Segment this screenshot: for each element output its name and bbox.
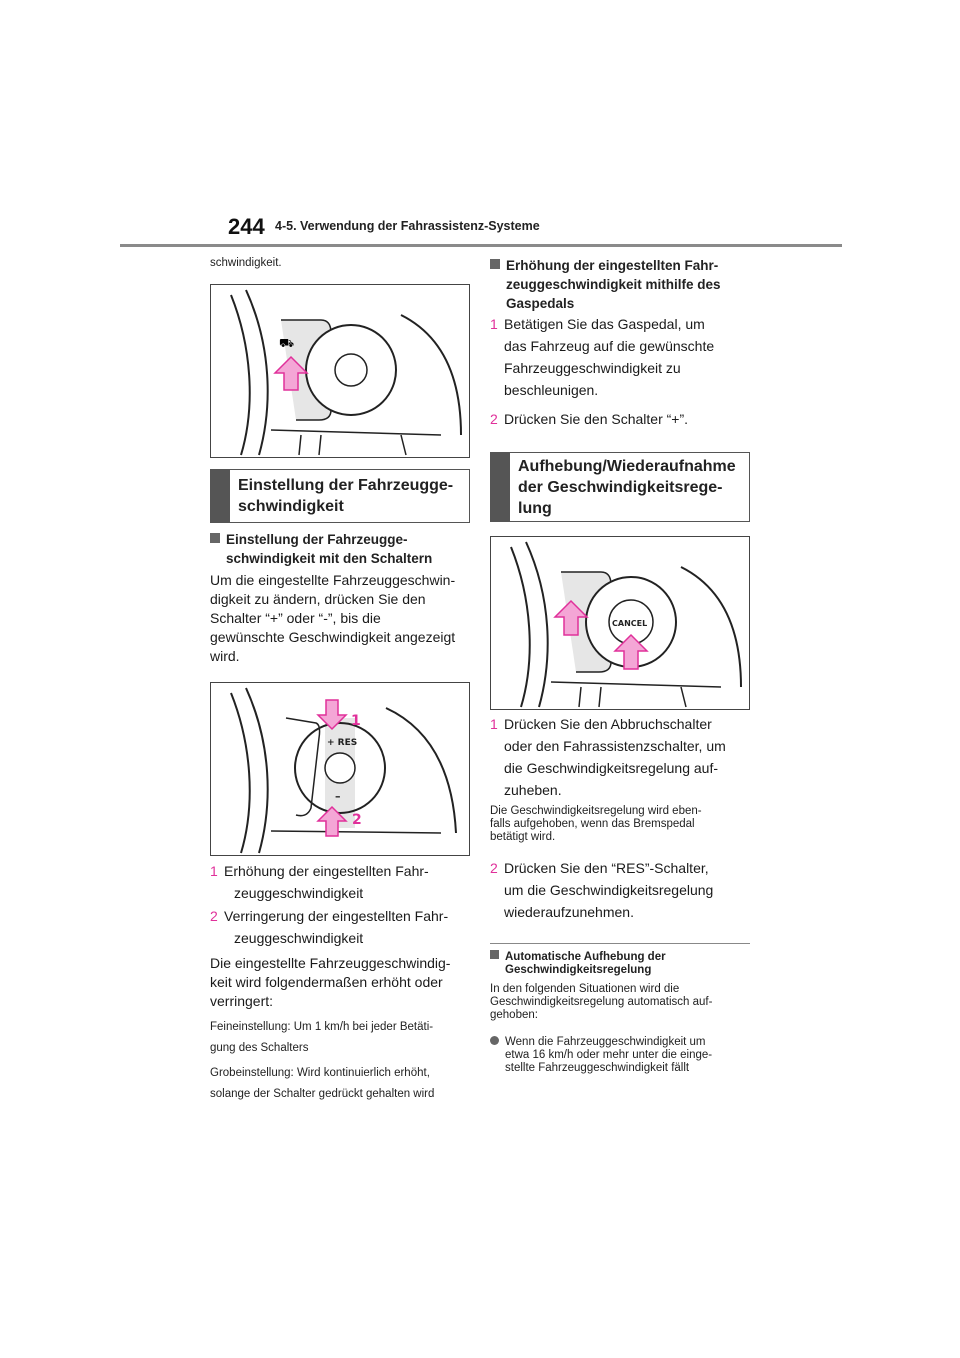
bullet-line: Wenn die Fahrzeuggeschwindigkeit um	[505, 1036, 706, 1048]
note-rule	[490, 943, 750, 944]
heading-line: der Geschwindigkeitsrege-	[518, 478, 723, 496]
note-heading-line: Automatische Aufhebung der	[505, 951, 666, 963]
heading-bar	[491, 453, 510, 521]
note-text: In den folgenden Situationen wird die Ge…	[490, 983, 752, 1022]
small-line: Feineinstellung: Um 1 km/h bei jeder Bet…	[210, 1021, 434, 1033]
step-line: Erhöhung der eingestellten Fahr-	[224, 863, 429, 879]
bullet-dot-icon	[490, 1036, 499, 1045]
para-line: keit wird folgendermaßen erhöht oder	[210, 974, 443, 990]
bullet-item-speed-drop: Wenn die Fahrzeuggeschwindigkeit um etwa…	[490, 1036, 752, 1075]
step-2-press-plus: 2 Drücken Sie den Schalter “+”.	[490, 408, 752, 430]
step-line: Verringerung der eingestellten Fahr-	[224, 908, 449, 924]
steering-switch-illustration: ⛟	[230, 289, 462, 456]
para-line: Die eingestellte Fahrzeuggeschwindig-	[210, 955, 451, 971]
steering-res-illustration: + RES – 1 2	[230, 687, 457, 854]
step-line: wiederaufzunehmen.	[504, 904, 634, 920]
note-heading-line: Geschwindigkeitsregelung	[505, 964, 652, 976]
sub-heading-line: Gaspedals	[506, 296, 575, 311]
plus-res-label: + RES	[327, 738, 357, 748]
step-line: Drücken Sie den Schalter “+”.	[504, 411, 689, 427]
step-line: zeuggeschwindigkeit	[234, 930, 364, 946]
small-line: In den folgenden Situationen wird die	[490, 983, 680, 995]
small-line: Die Geschwindigkeitsregelung wird eben-	[490, 805, 702, 817]
step-line: um die Geschwindigkeitsregelung	[504, 882, 714, 898]
heading-box-text: Aufhebung/Wiederaufnahme der Geschwindig…	[518, 456, 743, 519]
heading-box-cancel-resume: Aufhebung/Wiederaufnahme der Geschwindig…	[490, 452, 750, 522]
step-line: die Geschwindigkeitsregelung auf-	[504, 760, 719, 776]
square-bullet-icon	[490, 950, 499, 959]
callout-2: 2	[352, 812, 362, 828]
para-line: gewünschte Geschwindigkeit angezeigt	[210, 629, 456, 645]
sub-heading-accelerator: Erhöhung der eingestellten Fahr- zeugges…	[490, 256, 752, 313]
heading-box-text: Einstellung der Fahrzeugge- schwindigkei…	[238, 475, 463, 517]
minus-label: –	[335, 790, 341, 803]
figure-steering-cancel: CANCEL	[490, 536, 750, 710]
step-number: 1	[490, 316, 498, 332]
sub-heading-line: Erhöhung der eingestellten Fahr-	[506, 258, 719, 273]
sub-heading-line: zeuggeschwindigkeit mithilfe des	[506, 277, 721, 292]
para-line: Schalter “+” oder “-”, bis die	[210, 610, 381, 626]
small-line: solange der Schalter gedrückt gehalten w…	[210, 1088, 435, 1100]
fine-coarse-adjustment: Feineinstellung: Um 1 km/h bei jeder Bet…	[210, 1017, 476, 1105]
step-line: Drücken Sie den Abbruchschalter	[504, 716, 712, 732]
small-line: betätigt wird.	[490, 831, 556, 843]
small-line: gung des Schalters	[210, 1042, 309, 1054]
svg-text:⛟: ⛟	[279, 336, 294, 350]
para-line: wird.	[210, 648, 240, 664]
small-line: Grobeinstellung: Wird kontinuierlich erh…	[210, 1067, 430, 1079]
heading-line: Aufhebung/Wiederaufnahme	[518, 457, 736, 475]
heading-box-speed-setting: Einstellung der Fahrzeugge- schwindigkei…	[210, 469, 470, 523]
figure-steering-switch-1: ⛟	[210, 284, 470, 458]
step-number: 1	[490, 716, 498, 732]
callout-1: 1	[351, 713, 361, 729]
step-line: Drücken Sie den “RES”-Schalter,	[504, 860, 709, 876]
paragraph-switch-usage: Um die eingestellte Fahrzeuggeschwin- di…	[210, 571, 476, 666]
step-line: Fahrzeuggeschwindigkeit zu	[504, 360, 681, 376]
brake-note: Die Geschwindigkeitsregelung wird eben- …	[490, 805, 752, 844]
step-1-cancel: 1 Drücken Sie den Abbruchschalter oder d…	[490, 713, 752, 801]
sub-heading-line-2: schwindigkeit mit den Schaltern	[226, 551, 433, 566]
note-heading-auto-cancel: Automatische Aufhebung der Geschwindigke…	[490, 950, 752, 977]
step-2-decrease: 2 Verringerung der eingestellten Fahr- z…	[210, 905, 472, 949]
bullet-line: etwa 16 km/h oder mehr unter die einge-	[505, 1049, 713, 1061]
heading-box-label: Einstellung der Fahrzeugge- schwindigkei…	[238, 477, 454, 515]
step-2-resume: 2 Drücken Sie den “RES”-Schalter, um die…	[490, 857, 752, 923]
continuation-text: schwindigkeit.	[210, 257, 282, 269]
para-line: Um die eingestellte Fahrzeuggeschwin-	[210, 572, 456, 588]
cancel-label: CANCEL	[612, 619, 647, 628]
step-line: beschleunigen.	[504, 382, 599, 398]
paragraph-increase-decrease: Die eingestellte Fahrzeuggeschwindig- ke…	[210, 954, 476, 1011]
step-1-accelerate: 1 Betätigen Sie das Gaspedal, um das Fah…	[490, 313, 752, 401]
sub-heading-switches: Einstellung der Fahrzeugge- schwindigkei…	[210, 530, 472, 568]
step-number: 2	[210, 908, 218, 924]
sub-heading-line-1: Einstellung der Fahrzeugge-	[226, 532, 408, 547]
heading-line: lung	[518, 499, 552, 517]
square-bullet-icon	[490, 259, 500, 269]
small-line: Geschwindigkeitsregelung automatisch auf…	[490, 996, 713, 1008]
step-number: 2	[490, 411, 498, 427]
steering-cancel-illustration: CANCEL	[510, 541, 742, 708]
small-line: falls aufgehoben, wenn das Bremspedal	[490, 818, 695, 830]
step-number: 2	[490, 860, 498, 876]
para-line: verringert:	[210, 993, 274, 1009]
step-1-increase: 1 Erhöhung der eingestellten Fahr- zeugg…	[210, 860, 472, 904]
header-rule	[120, 244, 842, 247]
page-number: 244	[228, 214, 265, 239]
section-title: 4-5. Verwendung der Fahrassistenz-System…	[275, 219, 540, 233]
step-line: zeuggeschwindigkeit	[234, 885, 364, 901]
step-line: Betätigen Sie das Gaspedal, um	[504, 316, 705, 332]
figure-steering-switch-2: + RES – 1 2	[210, 682, 470, 856]
step-line: oder den Fahrassistenzschalter, um	[504, 738, 726, 754]
small-line: gehoben:	[490, 1009, 538, 1021]
square-bullet-icon	[210, 533, 220, 543]
step-number: 1	[210, 863, 218, 879]
bullet-line: stellte Fahrzeuggeschwindigkeit fällt	[505, 1062, 690, 1074]
para-line: digkeit zu ändern, drücken Sie den	[210, 591, 426, 607]
heading-bar	[211, 470, 230, 522]
step-line: das Fahrzeug auf die gewünschte	[504, 338, 715, 354]
step-line: zuheben.	[504, 782, 562, 798]
